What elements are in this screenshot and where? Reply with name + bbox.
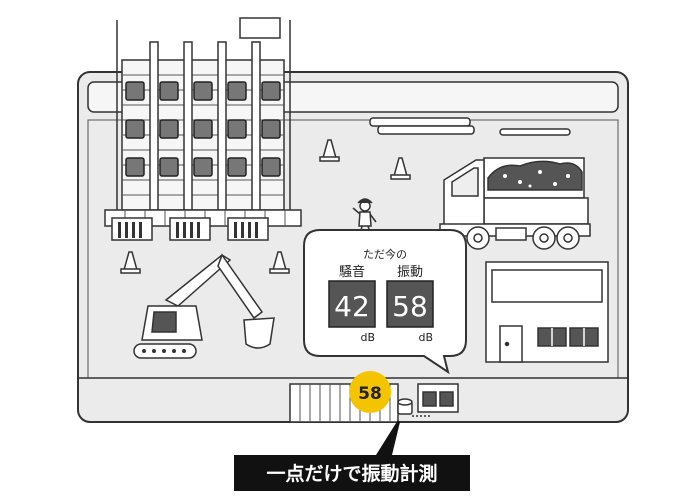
badge-value: 58 — [358, 384, 382, 404]
site-office — [485, 261, 609, 363]
banner-title: 一点だけで振動計測 — [266, 462, 437, 485]
noise-unit: dB — [360, 331, 375, 344]
traffic-cone-icon — [120, 251, 141, 274]
measurement-panel: ただ今の 騒音 振動 42 58 dB dB — [303, 229, 467, 375]
traffic-cone-icon — [390, 157, 411, 180]
dump-truck — [439, 157, 591, 250]
excavator — [133, 253, 275, 359]
scaffold-building — [116, 17, 291, 211]
vibration-reading-badge: 58 — [349, 371, 391, 413]
traffic-cone-icon — [319, 139, 340, 162]
noise-label: 騒音 — [339, 264, 365, 280]
banner: 一点だけで振動計測 — [234, 420, 470, 491]
noise-value: 42 — [334, 290, 370, 323]
vibration-display — [386, 280, 434, 328]
vibration-value: 58 — [392, 290, 428, 323]
noise-display — [328, 280, 376, 328]
monitor-cabinet — [412, 383, 459, 417]
vibration-sensor-icon — [397, 398, 413, 415]
site-fence — [104, 209, 302, 241]
traffic-cone-icon — [269, 251, 290, 274]
vibration-label: 振動 — [397, 265, 423, 280]
panel-caption: ただ今の — [363, 247, 407, 261]
vibration-unit: dB — [418, 331, 433, 344]
steel-pipes — [369, 117, 571, 136]
